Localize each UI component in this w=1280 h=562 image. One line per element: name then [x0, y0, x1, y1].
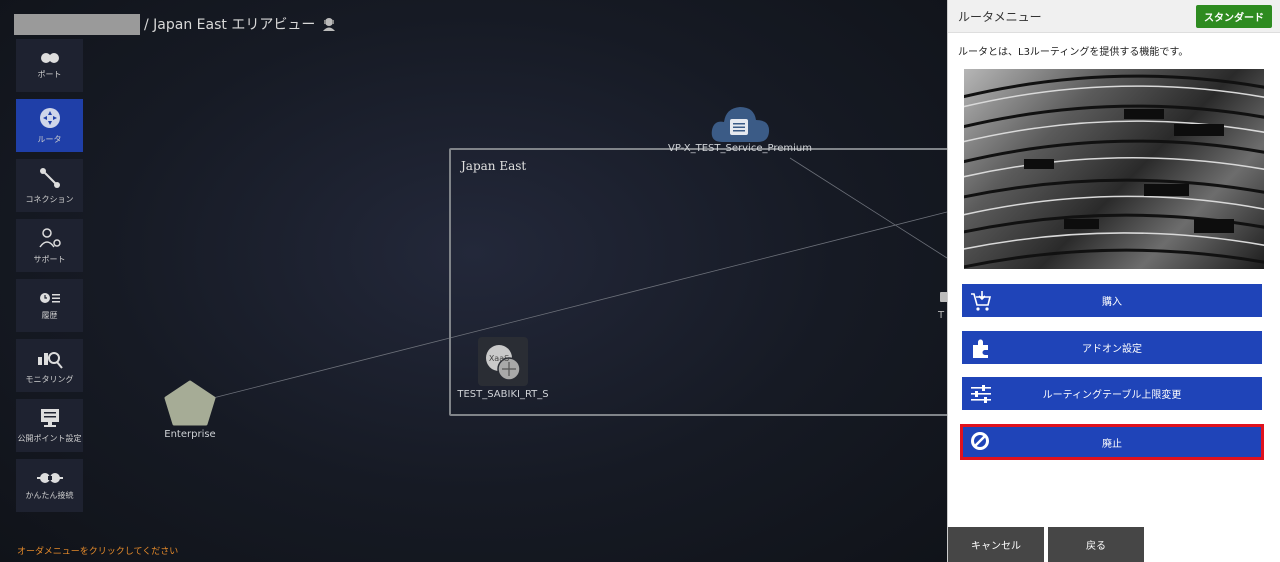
order-menu-hint: オーダメニューをクリックしてください — [17, 547, 179, 557]
xaas-router-icon: XaaS — [486, 344, 521, 381]
port-icon — [40, 52, 59, 63]
public-point-icon — [40, 408, 59, 427]
connection-icon — [39, 167, 60, 188]
server-rack-image — [964, 69, 1264, 269]
panel-description: ルータとは、L3ルーティングを提供する機能です。 — [958, 47, 1189, 58]
routing-table-limit-button[interactable]: ルーティングテーブル上限変更 — [962, 377, 1262, 410]
partial-node-icon — [940, 292, 947, 302]
buy-label: 購入 — [1102, 297, 1122, 308]
link-enterprise — [212, 211, 947, 399]
routing-label: ルーティングテーブル上限変更 — [1042, 390, 1182, 401]
buy-button[interactable]: 購入 — [962, 284, 1262, 317]
partial-node-label: T — [938, 310, 945, 321]
sidebar-item-label: コネクション — [25, 194, 74, 204]
sidebar-item-label: ポート — [37, 69, 62, 79]
enterprise-pentagon-icon — [164, 380, 216, 426]
cancel-button[interactable]: キャンセル — [948, 527, 1044, 562]
topology-links — [212, 157, 947, 399]
sidebar-item-label: サポート — [33, 254, 66, 264]
sidebar-item-label: モニタリング — [25, 374, 74, 384]
router-node-label: TEST_SABIKI_RT_S — [457, 389, 549, 400]
sidebar-item-history[interactable]: 履歴 — [16, 279, 83, 332]
operator-icon — [323, 18, 336, 31]
panel-title: ルータメニュー — [958, 9, 1042, 24]
puzzle-icon — [973, 339, 988, 358]
cloud-node[interactable]: VP-X_TEST_Service_Premium — [668, 104, 812, 154]
sidebar-item-router[interactable]: ルータ — [16, 99, 83, 152]
panel-header: ルータメニュー スタンダード — [948, 0, 1280, 33]
order-menu: ポート ルータ コネクション サポート — [16, 39, 83, 519]
link-cloud — [789, 157, 947, 259]
sidebar-item-monitoring[interactable]: モニタリング — [16, 339, 83, 392]
cloud-node-label: VP-X_TEST_Service_Premium — [668, 143, 812, 154]
page-title: / Japan East エリアビュー — [144, 17, 316, 33]
region-japan-east[interactable]: Japan East — [449, 148, 947, 416]
sidebar-item-label: 公開ポイント設定 — [17, 433, 82, 443]
sidebar-item-port[interactable]: ポート — [16, 39, 83, 92]
sidebar-item-label: かんたん接続 — [25, 490, 74, 500]
easy-connect-icon — [36, 472, 63, 483]
sidebar-item-support[interactable]: サポート — [16, 219, 83, 272]
sidebar-item-label: ルータ — [37, 134, 62, 144]
sidebar-item-easy-connect[interactable]: かんたん接続 — [16, 459, 83, 512]
support-icon — [38, 227, 61, 247]
router-node[interactable]: XaaS TEST_SABIKI_RT_S — [452, 337, 554, 400]
plan-badge: スタンダード — [1196, 4, 1272, 28]
cart-icon — [971, 291, 992, 311]
panel-footer: キャンセル 戻る — [948, 527, 1148, 562]
enterprise-node-label: Enterprise — [164, 429, 216, 440]
back-button[interactable]: 戻る — [1048, 527, 1144, 562]
prohibited-icon — [971, 432, 989, 450]
discard-button[interactable]: 廃止 — [960, 424, 1264, 460]
addon-label: アドオン設定 — [1082, 344, 1142, 355]
enterprise-node[interactable]: Enterprise — [160, 380, 220, 440]
router-node-box: XaaS — [478, 337, 528, 386]
sidebar-item-connection[interactable]: コネクション — [16, 159, 83, 212]
region-label: Japan East — [461, 159, 527, 173]
sidebar-item-label: 履歴 — [41, 310, 58, 320]
router-badge: XaaS — [489, 354, 509, 363]
router-menu-panel: ルータメニュー スタンダード ルータとは、L3ルーティングを提供する機能です。 — [947, 0, 1280, 562]
history-icon — [39, 292, 60, 303]
cloud-service-icon — [711, 107, 770, 142]
breadcrumb: / Japan East エリアビュー — [14, 13, 337, 35]
discard-label: 廃止 — [1102, 438, 1122, 450]
monitoring-icon — [37, 351, 63, 369]
redacted-tenant-name — [14, 13, 140, 35]
server-rack-illustration — [964, 74, 1264, 269]
addon-settings-button[interactable]: アドオン設定 — [962, 331, 1262, 364]
sliders-icon — [971, 385, 991, 403]
area-view-canvas[interactable]: / Japan East エリアビュー ポート ルータ — [0, 0, 947, 562]
router-icon — [39, 107, 60, 128]
sidebar-item-public-point[interactable]: 公開ポイント設定 — [16, 399, 83, 452]
